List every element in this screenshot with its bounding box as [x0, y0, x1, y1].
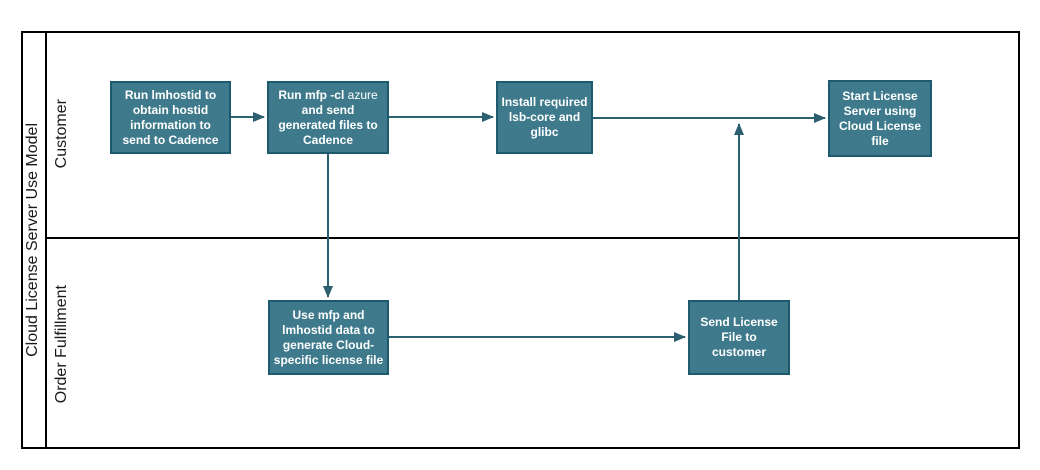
diagram-title: Cloud License Server Use Model — [21, 31, 45, 449]
lane-label-order-fulfillment-text: Order Fulfillment — [53, 284, 70, 404]
step-run-mfp-azure: Run mfp -cl azure and send generated fil… — [267, 81, 389, 154]
step-send-license-file-label: Send License File to customer — [700, 315, 778, 359]
diagram-frame — [21, 31, 1020, 449]
title-column-divider — [45, 31, 47, 449]
step-generate-license-file-label: Use mfp and lmhostid data to generate Cl… — [273, 307, 384, 367]
lane-label-customer-text: Customer — [53, 99, 70, 169]
lane-label-order-fulfillment: Order Fulfillment — [45, 239, 79, 449]
step-start-license-server-label: Start License Server using Cloud License… — [838, 88, 921, 148]
lane-label-customer: Customer — [45, 31, 79, 237]
step-run-lmhostid: Run lmhostid to obtain hostid informatio… — [110, 81, 231, 154]
step-generate-license-file: Use mfp and lmhostid data to generate Cl… — [268, 300, 389, 375]
step-install-packages-label: Install required lsb-core and glibc — [501, 95, 588, 139]
diagram-title-text: Cloud License Server Use Model — [24, 123, 41, 357]
step-install-packages: Install required lsb-core and glibc — [496, 81, 593, 154]
step-run-mfp-azure-label: Run mfp -cl azure and send generated fil… — [278, 87, 378, 147]
step-run-lmhostid-label: Run lmhostid to obtain hostid informatio… — [122, 87, 219, 147]
step-start-license-server: Start License Server using Cloud License… — [828, 80, 932, 157]
step-send-license-file: Send License File to customer — [688, 300, 790, 375]
lane-divider — [45, 237, 1020, 239]
